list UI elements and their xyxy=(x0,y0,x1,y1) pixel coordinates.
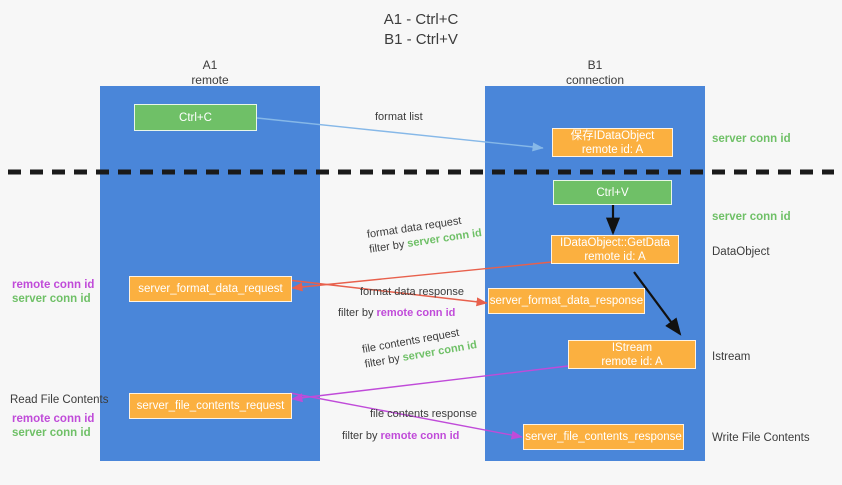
arrow-file-contents-request xyxy=(291,365,569,403)
caption-dataobject: DataObject xyxy=(712,246,770,258)
annotation-left-middle-server-conn-id: server conn id xyxy=(12,293,91,305)
node-server-format-data-response[interactable]: server_format_data_response xyxy=(488,288,645,314)
node-ctrl-v-label: Ctrl+V xyxy=(596,186,629,199)
annotation-left-middle-remote-conn-id: remote conn id xyxy=(12,279,95,291)
column-header-b1-role: connection xyxy=(565,73,625,87)
annotation-server-conn-id-second: server conn id xyxy=(712,211,791,223)
node-server-file-contents-request[interactable]: server_file_contents_request xyxy=(129,393,292,419)
edge-label-format-data-request: format data request filter by server con… xyxy=(366,215,482,258)
node-server-file-contents-request-label: server_file_contents_request xyxy=(136,400,285,412)
edge-label-format-data-response: format data response filter by remote co… xyxy=(338,285,464,321)
arrow-file-contents-response xyxy=(289,392,523,440)
edge-label-format-data-response-filter-prefix: filter by xyxy=(338,307,377,319)
arrow-format-data-response xyxy=(287,279,488,307)
arrow-format-data-request xyxy=(291,261,553,292)
node-server-file-contents-response-label: server_file_contents_response xyxy=(525,431,682,443)
diagram-title: A1 - Ctrl+C B1 - Ctrl+V xyxy=(0,10,842,50)
caption-write-file-contents: Write File Contents xyxy=(712,432,810,444)
column-header-a1: A1 remote xyxy=(100,58,320,88)
edge-label-file-contents-response-filter-value: remote conn id xyxy=(380,430,460,442)
edge-label-file-contents-response-filter-prefix: filter by xyxy=(342,430,381,442)
node-server-format-data-response-label: server_format_data_response xyxy=(489,295,644,307)
node-istream[interactable]: IStream remote id: A xyxy=(568,340,696,369)
column-header-b1-name: B1 xyxy=(587,58,603,72)
annotation-left-lower-remote-conn-id: remote conn id xyxy=(12,413,95,425)
node-istream-line-1: IStream xyxy=(611,341,653,354)
node-idataobject-getdata-line-1: IDataObject::GetData xyxy=(560,236,670,249)
node-idataobject-getdata-line-2: remote id: A xyxy=(584,250,646,263)
arrow-format-list xyxy=(256,117,544,152)
node-server-format-data-request[interactable]: server_format_data_request xyxy=(129,276,292,302)
annotation-left-middle: remote conn id server conn id xyxy=(12,278,94,306)
column-header-a1-role: remote xyxy=(191,73,229,87)
edge-label-file-contents-response: file contents response filter by remote … xyxy=(342,407,477,444)
title-line-1: A1 - Ctrl+C xyxy=(383,11,459,28)
node-save-idataobject-line-2: remote id: A xyxy=(581,143,644,156)
column-header-b1: B1 connection xyxy=(485,58,705,88)
title-line-2: B1 - Ctrl+V xyxy=(384,31,458,48)
annotation-left-lower-server-conn-id: server conn id xyxy=(12,427,91,439)
column-header-a1-name: A1 xyxy=(202,58,218,72)
annotation-left-lower: remote conn id server conn id xyxy=(12,412,94,440)
node-ctrl-v[interactable]: Ctrl+V xyxy=(553,180,672,205)
annotation-read-file-contents: Read File Contents xyxy=(10,394,109,406)
node-server-format-data-request-label: server_format_data_request xyxy=(138,283,283,295)
caption-istream: Istream xyxy=(712,351,751,363)
node-save-idataobject[interactable]: 保存IDataObject remote id: A xyxy=(552,128,673,157)
node-istream-line-2: remote id: A xyxy=(601,355,663,368)
annotation-server-conn-id-top: server conn id xyxy=(712,133,791,145)
edge-label-format-data-response-line-1: format data response xyxy=(360,286,464,298)
edge-label-file-contents-request: file contents request filter by server c… xyxy=(361,327,478,373)
node-ctrl-c[interactable]: Ctrl+C xyxy=(134,104,257,131)
edge-label-format-list-text: format list xyxy=(375,111,423,123)
node-save-idataobject-line-1: 保存IDataObject xyxy=(570,129,655,142)
edge-label-format-list: format list xyxy=(375,110,423,125)
arrow-getdata-to-istream xyxy=(633,271,682,336)
edge-label-file-contents-response-line-1: file contents response xyxy=(370,408,478,420)
node-ctrl-c-label: Ctrl+C xyxy=(179,111,212,124)
node-server-file-contents-response[interactable]: server_file_contents_response xyxy=(523,424,684,450)
edge-label-format-data-response-filter-value: remote conn id xyxy=(376,307,456,319)
node-idataobject-getdata[interactable]: IDataObject::GetData remote id: A xyxy=(551,235,679,264)
